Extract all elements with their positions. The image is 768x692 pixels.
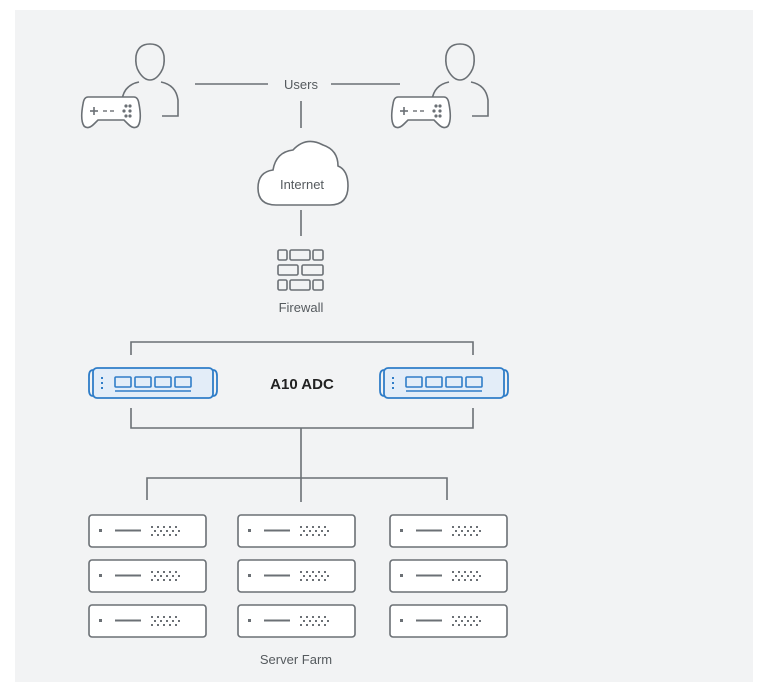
server-rack-icon (389, 604, 508, 638)
adc-label: A10 ADC (270, 376, 334, 393)
gamer-user-right (390, 43, 489, 129)
appliance-icon (379, 367, 509, 399)
server-rack-icon (389, 559, 508, 593)
adc-appliance-left (88, 367, 218, 399)
server-rack-icon (237, 604, 356, 638)
adc-appliance-right (379, 367, 509, 399)
user-gamepad-icon (390, 43, 489, 129)
users-label: Users (284, 77, 318, 92)
firewall-label: Firewall (279, 300, 324, 315)
gamer-user-left (80, 43, 179, 129)
connector-lines (130, 83, 474, 502)
server-column-1 (88, 514, 207, 638)
server-rack-icon (389, 514, 508, 548)
server-rack-icon (88, 559, 207, 593)
server-column-2 (237, 514, 356, 638)
brick-wall-icon (277, 249, 324, 291)
user-gamepad-icon (80, 43, 179, 129)
internet-label: Internet (280, 177, 324, 192)
server-farm-label: Server Farm (260, 652, 332, 667)
cloud-icon (257, 140, 349, 206)
server-rack-icon (237, 514, 356, 548)
server-rack-icon (88, 604, 207, 638)
server-column-3 (389, 514, 508, 638)
server-rack-icon (237, 559, 356, 593)
server-rack-icon (88, 514, 207, 548)
appliance-icon (88, 367, 218, 399)
